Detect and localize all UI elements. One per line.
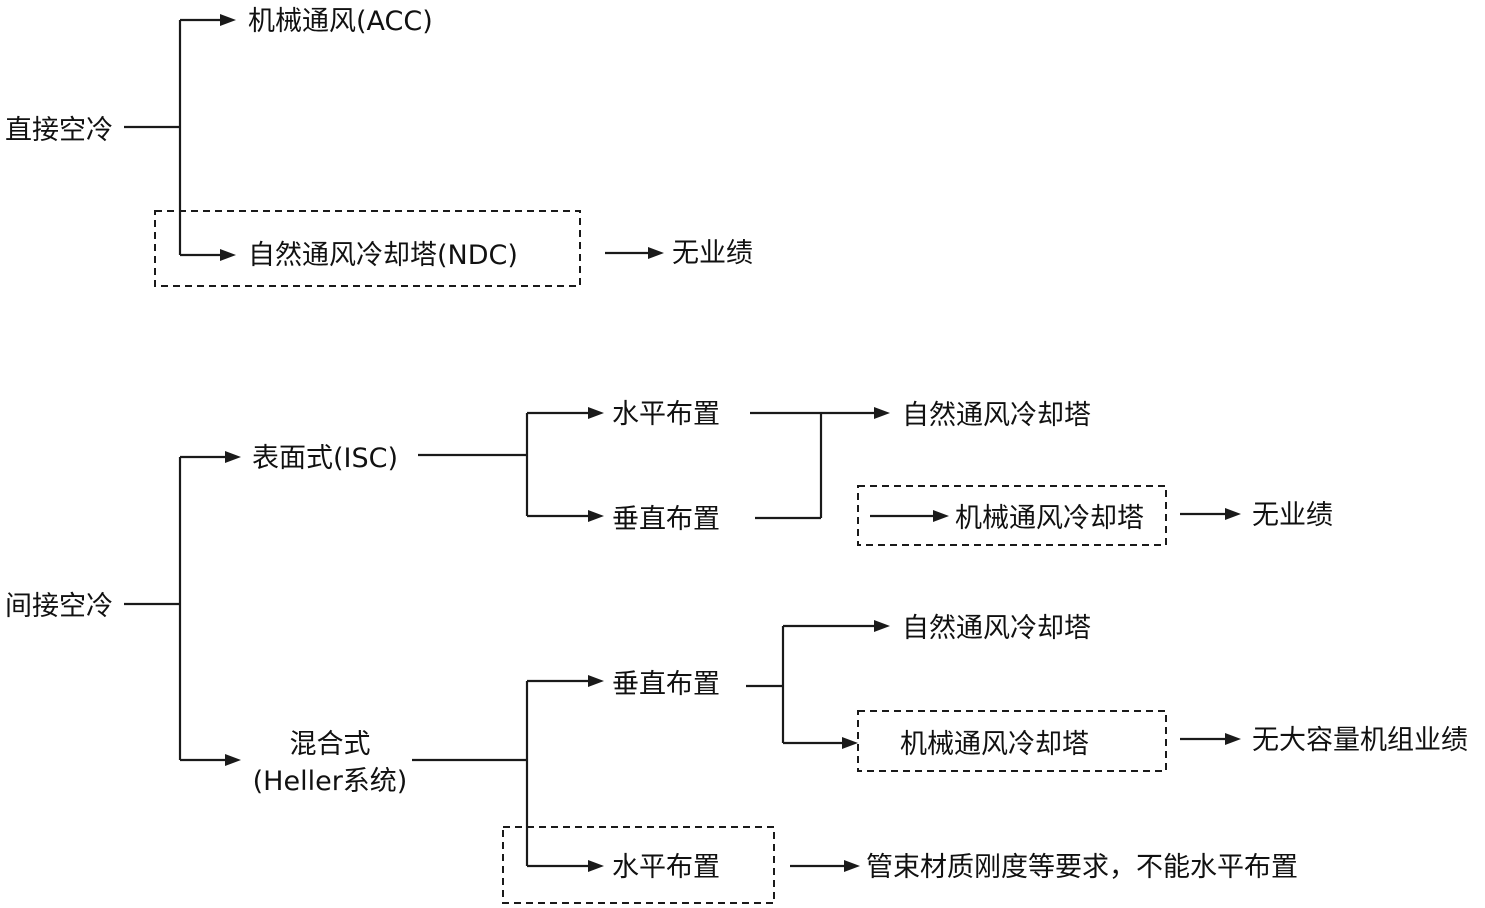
arrow-head (588, 510, 604, 522)
isc-horizontal-label: 水平布置 (612, 399, 720, 430)
mixed-type-label: 混合式 (290, 729, 371, 760)
isc-mech-tower-label: 机械通风冷却塔 (955, 503, 1144, 534)
arrow-head (588, 407, 604, 419)
arrow-head (842, 737, 858, 749)
arrow-head (220, 14, 236, 26)
dashed-highlight-box (857, 710, 1167, 772)
arrow-head (225, 451, 241, 463)
arrow-head (1225, 508, 1241, 520)
direct-air-cooling-branch: 直接空冷 机械通风(ACC) 自然通风冷却塔(NDC) 无业绩 (5, 6, 753, 287)
isc-natural-tower-label: 自然通风冷却塔 (902, 400, 1091, 431)
acc-label: 机械通风(ACC) (248, 6, 433, 37)
indirect-air-cooling-label: 间接空冷 (5, 591, 113, 622)
arrow-head (648, 247, 664, 259)
heller-system-label: (Heller系统) (253, 766, 408, 797)
arrow-head (933, 510, 949, 522)
tube-requirement-label: 管束材质刚度等要求，不能水平布置 (866, 852, 1298, 883)
mixed-natural-tower-label: 自然通风冷却塔 (902, 613, 1091, 644)
isc-label: 表面式(ISC) (252, 443, 398, 474)
dashed-highlight-box (154, 210, 581, 287)
arrow-head (225, 754, 241, 766)
arrow-head (588, 675, 604, 687)
arrow-head (1225, 733, 1241, 745)
mixed-vertical-label: 垂直布置 (612, 669, 720, 700)
dashed-highlight-box (502, 826, 775, 904)
mixed-mech-tower-label: 机械通风冷却塔 (900, 729, 1089, 760)
ndc-label: 自然通风冷却塔(NDC) (248, 240, 518, 271)
arrow-head (220, 249, 236, 261)
arrow-head (874, 407, 890, 419)
dashed-highlight-box (857, 485, 1167, 546)
indirect-air-cooling-branch: 间接空冷 表面式(ISC) 水平布置 垂直布置 自然通风冷却塔 机械通风冷却塔 … (5, 399, 1468, 904)
isc-vertical-label: 垂直布置 (612, 504, 720, 535)
no-record-label: 无业绩 (672, 238, 753, 269)
no-large-unit-record-label: 无大容量机组业绩 (1252, 725, 1468, 756)
arrow-head (844, 860, 860, 872)
arrow-head (874, 620, 890, 632)
mixed-horizontal-label: 水平布置 (612, 852, 720, 883)
no-record-label: 无业绩 (1252, 500, 1333, 531)
arrow-head (588, 860, 604, 872)
direct-air-cooling-label: 直接空冷 (5, 115, 113, 146)
